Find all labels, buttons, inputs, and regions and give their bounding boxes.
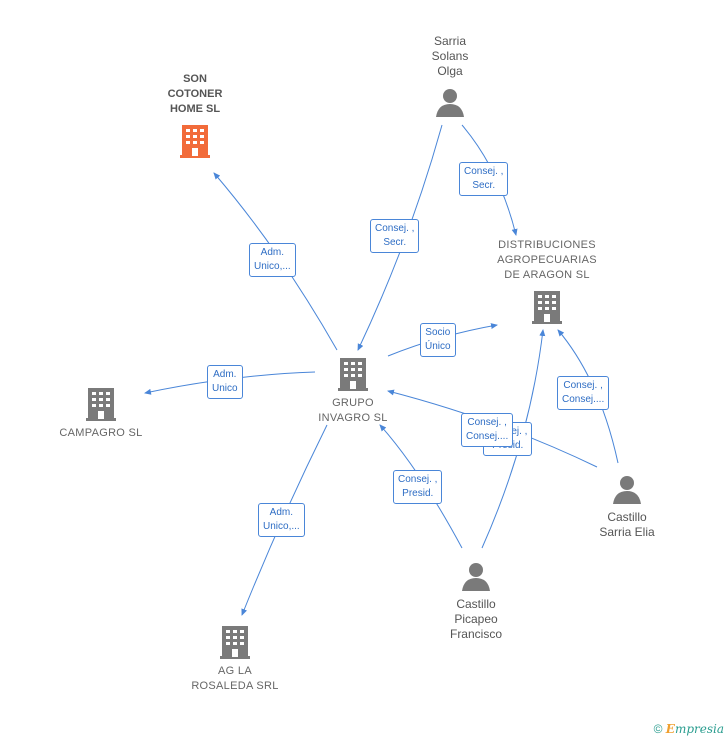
node-label: Castillo Sarria Elia (599, 510, 655, 539)
edge-label-adm-unico[interactable]: Adm. Unico,... (258, 503, 305, 537)
node-label: DISTRIBUCIONES AGROPECUARIAS DE ARAGON S… (497, 239, 597, 281)
building-icon (338, 358, 368, 391)
node-distribuciones-agropecuarias[interactable]: DISTRIBUCIONES AGROPECUARIAS DE ARAGON S… (487, 238, 607, 325)
edge-label-consej-secr[interactable]: Consej. , Secr. (459, 162, 509, 196)
node-label: AG LA ROSALEDA SRL (191, 665, 279, 692)
node-castillo-sarria-elia[interactable]: Castillo Sarria Elia (587, 474, 667, 540)
brand-logo: Empresia (665, 722, 724, 736)
building-icon (86, 388, 116, 421)
node-label: CAMPAGRO SL (59, 427, 143, 439)
node-ag-la-rosaleda[interactable]: AG LA ROSALEDA SRL (180, 624, 290, 694)
node-campagro[interactable]: CAMPAGRO SL (51, 386, 151, 441)
person-icon (436, 89, 464, 117)
node-son-cotoner[interactable]: SON COTONER HOME SL (145, 72, 245, 159)
person-icon (613, 476, 641, 504)
building-icon (180, 125, 210, 158)
edge-label-consej-consej[interactable]: Consej. , Consej.... (557, 376, 610, 410)
edge-label-consej-secr[interactable]: Consej. , Secr. (370, 219, 420, 253)
person-icon (462, 563, 490, 591)
building-icon (532, 291, 562, 324)
node-label: Sarria Solans Olga (431, 34, 469, 78)
edge-label-consej-consej[interactable]: Consej. , Consej.... (461, 413, 514, 447)
node-label: GRUPO INVAGRO SL (318, 397, 388, 424)
node-castillo-picapeo-francisco[interactable]: Castillo Picapeo Francisco (436, 561, 516, 642)
node-grupo-invagro[interactable]: GRUPO INVAGRO SL (303, 356, 403, 426)
edge-label-consej-presid[interactable]: Consej. , Presid. (393, 470, 443, 504)
copyright-icon: © (653, 722, 663, 736)
node-sarria-solans-olga[interactable]: Sarria Solans Olga (410, 34, 490, 117)
edge-label-socio-unico[interactable]: Socio Único (420, 323, 456, 357)
edge-label-adm-unico[interactable]: Adm. Unico (207, 365, 243, 399)
building-icon (220, 626, 250, 659)
edge-label-adm-unico[interactable]: Adm. Unico,... (249, 243, 296, 277)
node-label: Castillo Picapeo Francisco (449, 597, 502, 641)
empresia-watermark: © Empresia (654, 722, 724, 736)
node-label: SON COTONER HOME SL (167, 73, 223, 115)
